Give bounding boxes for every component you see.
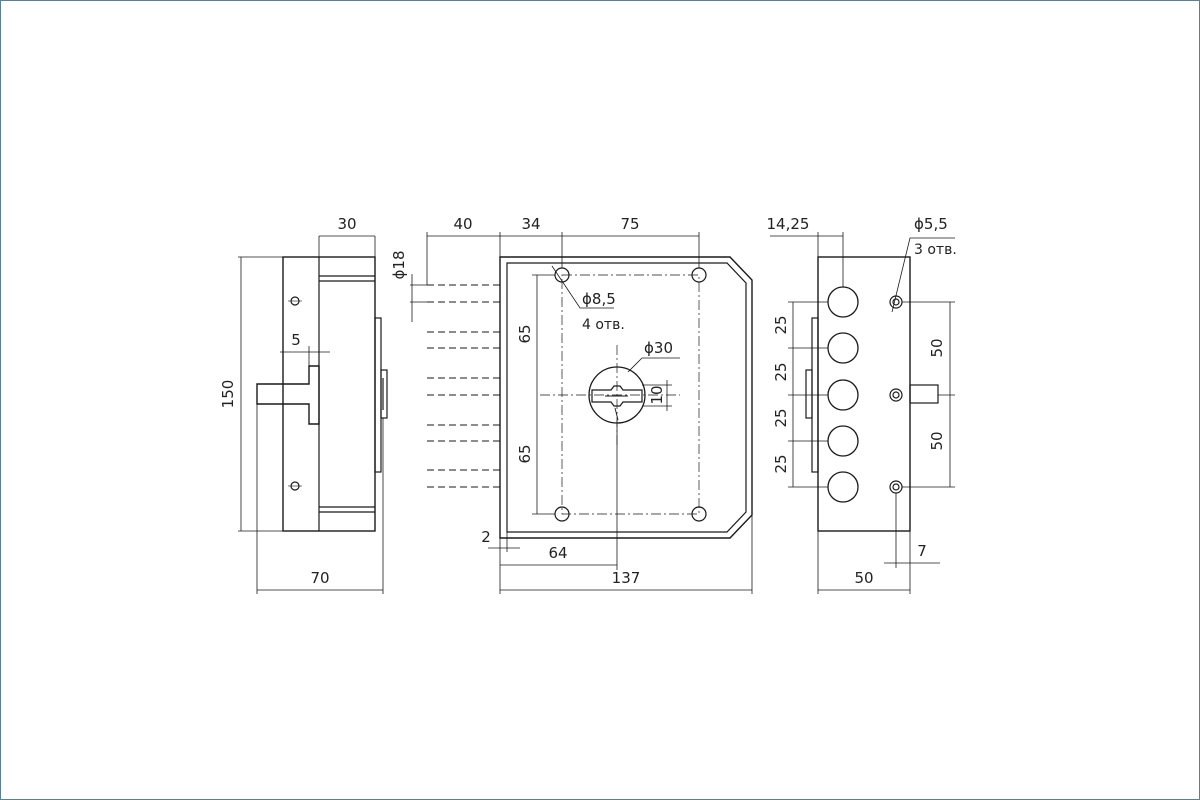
- front-view: [410, 232, 753, 594]
- label-front-width: 137: [612, 569, 641, 587]
- label-right-depth: 50: [854, 569, 873, 587]
- label-left-height: 150: [219, 380, 237, 409]
- leader-cylinder: [627, 357, 680, 373]
- screw-hole-1: [889, 295, 903, 309]
- screw-hole-2: [889, 388, 903, 402]
- label-cylinder-slot: 10: [648, 385, 666, 404]
- left-side-view: [238, 235, 388, 594]
- keyway-notch: [614, 407, 619, 421]
- left-cylinder-knob: [380, 369, 388, 419]
- label-screw-diameter: ϕ5,5: [914, 215, 948, 233]
- leader-screw-diameter: [891, 237, 955, 313]
- label-bolt-spacing-3: 25: [772, 408, 790, 427]
- label-screw-edge: 7: [917, 542, 927, 560]
- mount-hole-br: [691, 506, 707, 522]
- label-center-offset: 64: [548, 544, 567, 562]
- label-hole-count: 4 отв.: [582, 317, 625, 333]
- bolt-head-4: [827, 425, 859, 457]
- label-hole-diameter: ϕ8,5: [582, 290, 616, 308]
- screw-hole-3-inner: [892, 483, 900, 491]
- bolt-head-1: [827, 286, 859, 318]
- front-body-inner: [506, 262, 747, 533]
- label-hole-spacing: 75: [620, 215, 639, 233]
- label-left-depth: 70: [310, 569, 329, 587]
- label-bolt-diameter: ϕ18: [390, 251, 408, 280]
- leader-hole-diameter: [551, 265, 614, 309]
- label-bolt-spacing-2: 25: [772, 362, 790, 381]
- screw-hole-3: [889, 480, 903, 494]
- dimension-labels: 30 5 150 70 40 34 75 ϕ18 ϕ8,5 4 отв. ϕ30…: [219, 215, 957, 587]
- label-backset: 40: [453, 215, 472, 233]
- label-pin-offset: 5: [291, 331, 301, 349]
- right-spindle: [909, 384, 939, 404]
- label-right-top-offset: 14,25: [767, 215, 810, 233]
- label-vspace-top: 65: [516, 324, 534, 343]
- hole-pattern-axes: [540, 274, 700, 515]
- left-faceplate: [374, 317, 382, 473]
- label-cylinder-diameter: ϕ30: [644, 339, 673, 357]
- bolt-lines: [427, 284, 500, 488]
- label-left-top-width: 30: [337, 215, 356, 233]
- label-screw-spacing-top: 50: [928, 338, 946, 357]
- right-side-view: [770, 232, 955, 594]
- left-spindle: [256, 365, 320, 425]
- screw-hole-1-inner: [892, 298, 900, 306]
- label-vspace-bottom: 65: [516, 444, 534, 463]
- screw-hole-2-inner: [892, 391, 900, 399]
- right-cylinder-knob: [805, 369, 813, 419]
- bolt-head-2: [827, 332, 859, 364]
- front-body-outline: [499, 256, 753, 539]
- bolt-head-3: [827, 379, 859, 411]
- label-hole-offset: 34: [521, 215, 540, 233]
- label-bolt-spacing-4: 25: [772, 454, 790, 473]
- label-screw-count: 3 отв.: [914, 242, 957, 258]
- label-bolt-spacing-1: 25: [772, 315, 790, 334]
- label-edge-offset: 2: [481, 528, 491, 546]
- label-screw-spacing-bottom: 50: [928, 431, 946, 450]
- bolt-head-5: [827, 471, 859, 503]
- cylinder-keyway: [591, 385, 643, 407]
